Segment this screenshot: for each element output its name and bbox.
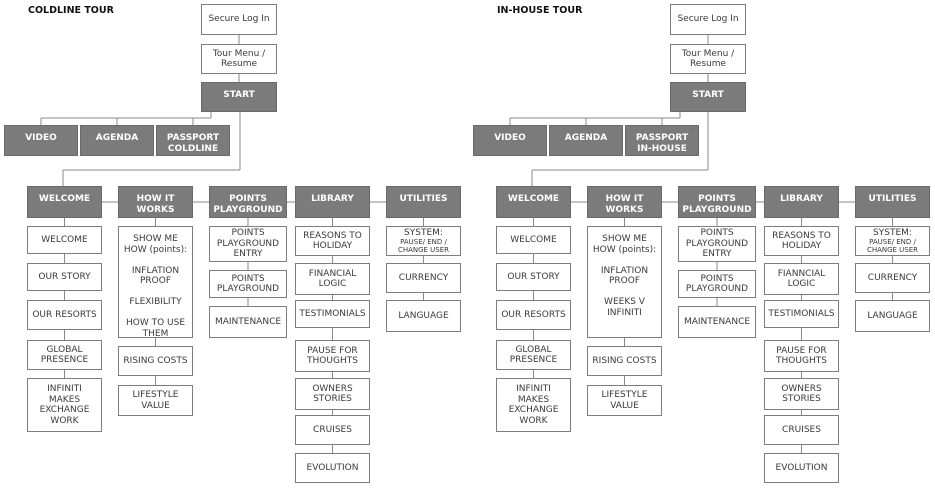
start-box: START — [201, 82, 277, 112]
child-box: OWNERS STORIES — [764, 378, 839, 410]
child-box: LIFESTYLE VALUE — [118, 385, 193, 416]
child-box: LANGUAGE — [855, 300, 930, 332]
child-box: PAUSE FOR THOUGHTS — [764, 340, 839, 372]
child-box: OUR RESORTS — [27, 300, 102, 330]
child-box: CRUISES — [295, 415, 370, 445]
section-header: UTILITIES — [386, 186, 461, 218]
child-box: OUR RESORTS — [496, 300, 571, 330]
child-box: TESTIMONIALS — [764, 300, 839, 328]
tour-menu-box: Tour Menu / Resume — [670, 44, 746, 74]
child-box: FIANNCIAL LOGIC — [764, 263, 839, 295]
intro-box: AGENDA — [80, 125, 154, 156]
section-header: POINTS PLAYGROUND — [678, 186, 756, 218]
child-box: MAINTENANCE — [209, 306, 287, 338]
child-box: RISING COSTS — [118, 346, 193, 376]
child-box: POINTS PLAYGROUND — [209, 270, 287, 298]
child-box: CURRENCY — [855, 263, 930, 293]
child-box: SYSTEM:PAUSE/ END /CHANGE USER — [855, 226, 930, 256]
intro-box: AGENDA — [549, 125, 623, 156]
child-box: SHOW ME HOW (points): INFLATION PROOF FL… — [118, 226, 193, 339]
child-box: EVOLUTION — [764, 453, 839, 483]
section-header: UTILITIES — [855, 186, 930, 218]
section-header: LIBRARY — [295, 186, 370, 218]
child-box: OWNERS STORIES — [295, 378, 370, 410]
tour-menu-box: Tour Menu / Resume — [201, 44, 277, 74]
section-header: HOW IT WORKS — [118, 186, 193, 218]
child-box: PAUSE FOR THOUGHTS — [295, 340, 370, 372]
child-box: REASONS TO HOLIDAY — [295, 226, 370, 256]
section-header: HOW IT WORKS — [587, 186, 662, 218]
child-box: TESTIMONIALS — [295, 300, 370, 328]
child-box: OUR STORY — [496, 263, 571, 291]
child-box: POINTS PLAYGROUND — [678, 270, 756, 298]
section-header: POINTS PLAYGROUND — [209, 186, 287, 218]
child-box: WELCOME — [496, 226, 571, 254]
child-box: INFINITI MAKES EXCHANGE WORK — [27, 378, 102, 432]
secure-login-box: Secure Log In — [201, 4, 277, 35]
secure-login-box: Secure Log In — [670, 4, 746, 35]
start-box: START — [670, 82, 746, 112]
section-header: LIBRARY — [764, 186, 839, 218]
child-box: FINANCIAL LOGIC — [295, 263, 370, 295]
child-box: REASONS TO HOLIDAY — [764, 226, 839, 256]
child-box: MAINTENANCE — [678, 306, 756, 338]
child-box: GLOBAL PRESENCE — [27, 340, 102, 370]
child-box: LIFESTYLE VALUE — [587, 385, 662, 416]
intro-box: PASSPORT COLDLINE — [156, 125, 230, 156]
tour-title: IN-HOUSE TOUR — [497, 5, 583, 16]
child-box: GLOBAL PRESENCE — [496, 340, 571, 370]
child-box: OUR STORY — [27, 263, 102, 291]
child-box: INFINITI MAKES EXCHANGE WORK — [496, 378, 571, 432]
child-box: POINTS PLAYGROUND ENTRY — [678, 226, 756, 262]
child-box: POINTS PLAYGROUND ENTRY — [209, 226, 287, 262]
child-box: LANGUAGE — [386, 300, 461, 332]
tour-title: COLDLINE TOUR — [28, 5, 114, 16]
child-box: CRUISES — [764, 415, 839, 445]
child-box: EVOLUTION — [295, 453, 370, 483]
section-header: WELCOME — [496, 186, 571, 218]
intro-box: VIDEO — [473, 125, 547, 156]
child-box: SYSTEM:PAUSE/ END /CHANGE USER — [386, 226, 461, 256]
child-box: RISING COSTS — [587, 346, 662, 376]
child-box: CURRENCY — [386, 263, 461, 293]
child-box: WELCOME — [27, 226, 102, 254]
section-header: WELCOME — [27, 186, 102, 218]
intro-box: PASSPORT IN-HOUSE — [625, 125, 699, 156]
intro-box: VIDEO — [4, 125, 78, 156]
child-box: SHOW ME HOW (points): INFLATION PROOF WE… — [587, 226, 662, 338]
